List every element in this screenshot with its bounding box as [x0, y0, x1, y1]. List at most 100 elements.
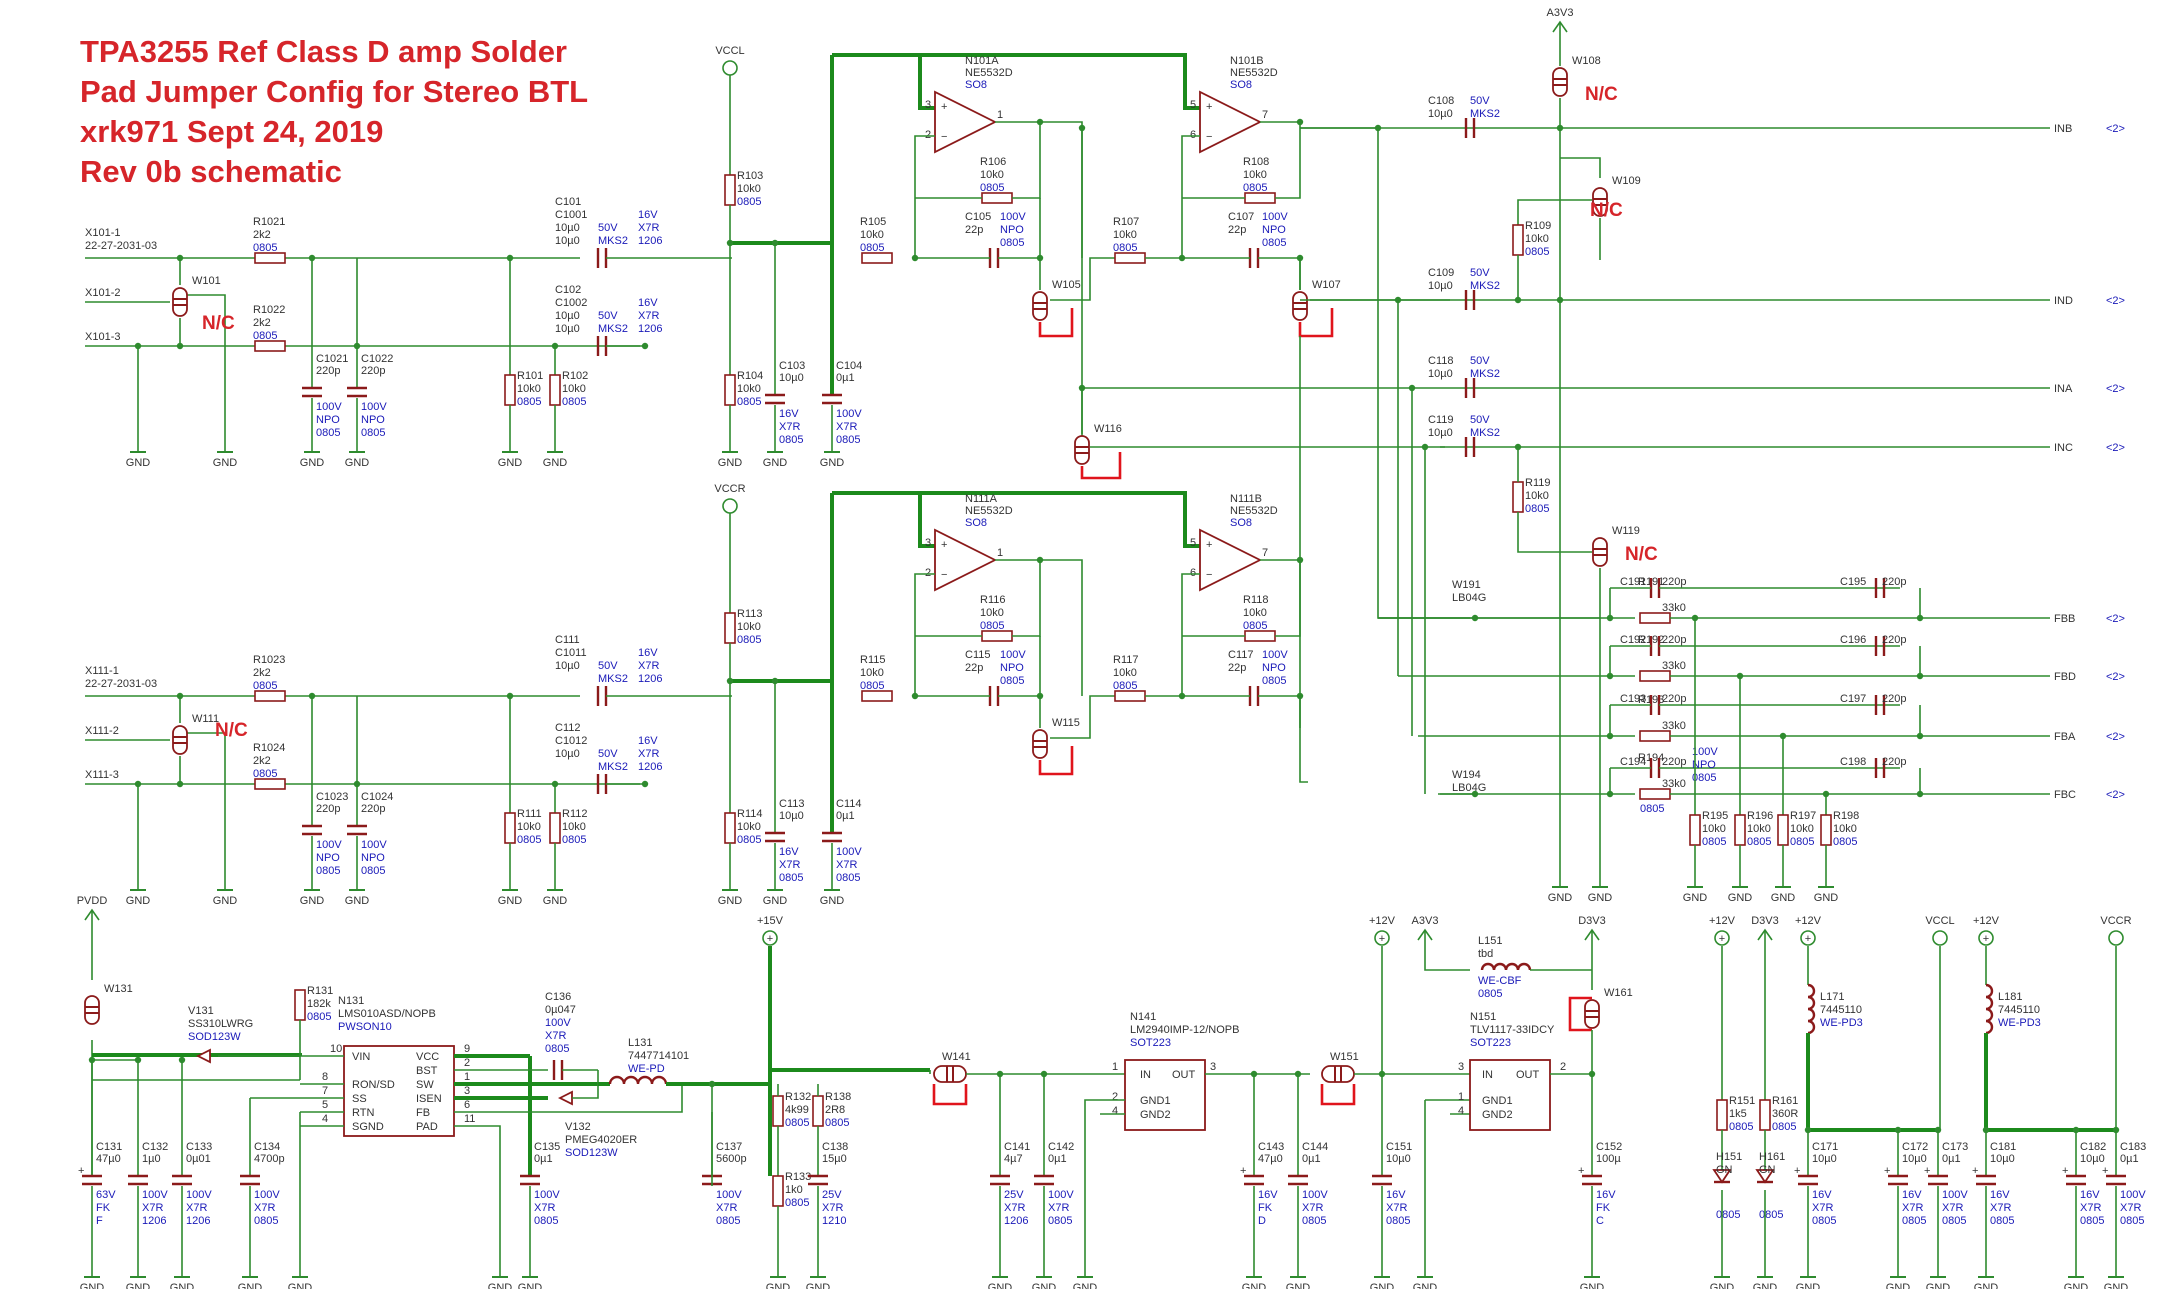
capacitor-ref: C181 [1990, 1141, 2016, 1153]
net-label: INA [2054, 383, 2073, 395]
capacitor-rating: NPO [1262, 662, 1286, 674]
resistor [981, 630, 1013, 642]
capacitor-value: 10µ0 [555, 748, 580, 760]
ic-pin: SS [352, 1093, 367, 1105]
junction-dot [1804, 1126, 1812, 1134]
op-amp-pin: + [1206, 539, 1212, 551]
connector-pin: X101-3 [85, 331, 120, 343]
inductor-package: 0805 [1478, 988, 1502, 1000]
wire [1012, 560, 1041, 637]
solder-bridge [1038, 746, 1074, 776]
capacitor-rating: 0805 [361, 865, 385, 877]
resistor-value: 10k0 [1113, 667, 1137, 679]
pin-number: 10 [330, 1043, 342, 1055]
resistor-package: 0805 [1772, 1121, 1796, 1133]
resistor-package: 0805 [860, 680, 884, 692]
capacitor-ref: C117 [1228, 649, 1253, 661]
capacitor-rating: 0805 [779, 434, 803, 446]
junction-dot [1036, 118, 1044, 126]
capacitor-ref: C107 [1228, 211, 1254, 223]
resistor-package: 0805 [737, 196, 761, 208]
solder-bridge [1080, 452, 1122, 480]
capacitor-rating: 100V [1000, 649, 1026, 661]
resistor-value: 33k0 [1662, 720, 1686, 732]
wire [1984, 1033, 2116, 1132]
capacitor-rating: NPO [1000, 662, 1024, 674]
resistor [724, 812, 736, 844]
capacitor-rating: FK [1596, 1202, 1611, 1214]
junction-dot [1394, 296, 1402, 304]
resistor-ref: R151 [1729, 1095, 1755, 1107]
capacitor-value: 10µ0 [1428, 108, 1453, 120]
capacitor-rating: 1206 [142, 1215, 166, 1227]
resistor-ref: R102 [562, 370, 588, 382]
pin-number: 3 [464, 1085, 470, 1097]
junction-dot [506, 692, 514, 700]
power-port [762, 930, 778, 946]
wire [1299, 336, 1308, 783]
capacitor-ref: C195 [1840, 576, 1866, 588]
capacitor-rating: 0805 [361, 427, 385, 439]
inductor-part: 7445110 [1820, 1004, 1862, 1016]
wire [1424, 960, 1470, 971]
op-amp [1199, 90, 1263, 154]
resistor-value: 2k2 [253, 229, 271, 241]
junction-dot [178, 1056, 186, 1064]
capacitor-ref: C194 [1620, 756, 1646, 768]
linear-regulator-ic [1124, 1059, 1206, 1131]
pin-number: 6 [464, 1099, 470, 1111]
ground-label: GND [820, 457, 845, 469]
capacitor-value: 10µ0 [555, 660, 580, 672]
power-label: PVDD [77, 895, 108, 907]
capacitor-rating: 0805 [2120, 1215, 2144, 1227]
power-plus: + [1983, 933, 1989, 945]
capacitor-rating: MKS2 [598, 235, 628, 247]
ic-pin: IN [1482, 1069, 1493, 1081]
resistor-ref: R1021 [253, 216, 285, 228]
wire [180, 294, 226, 440]
jumper-ref: W107 [1312, 279, 1341, 291]
capacitor-rating: X7R [1812, 1202, 1833, 1214]
capacitor-ref: C197 [1840, 693, 1866, 705]
ground-label: GND [1588, 892, 1613, 904]
capacitor-value: 15µ0 [822, 1153, 847, 1165]
ground-label: GND [1728, 892, 1753, 904]
capacitor-rating: 100V [361, 839, 387, 851]
op-amp-part: NE5532D [1230, 67, 1278, 79]
capacitor-rating: X7R [2080, 1202, 2101, 1214]
resistor-value: 10k0 [1833, 823, 1857, 835]
resistor-ref: R198 [1833, 810, 1859, 822]
wire [1560, 157, 1601, 178]
capacitor-rating: X7R [836, 859, 857, 871]
ground-label: GND [806, 1282, 831, 1289]
diode-part: SS310LWRG [188, 1018, 253, 1030]
capacitor-value: 0µ1 [1048, 1153, 1067, 1165]
op-amp-pin: + [941, 539, 947, 551]
capacitor-rating: F [96, 1215, 103, 1227]
capacitor-ref: C183 [2120, 1141, 2146, 1153]
resistor-value: 10k0 [1243, 607, 1267, 619]
ground-label: GND [126, 1282, 151, 1289]
wire [1050, 257, 1115, 301]
capacitor-rating: 0805 [1048, 1215, 1072, 1227]
resistor [724, 612, 736, 644]
pin-number: 3 [1210, 1061, 1216, 1073]
resistor [1244, 630, 1276, 642]
capacitor-ref: C143 [1258, 1141, 1284, 1153]
capacitor-rating: MKS2 [1470, 368, 1500, 380]
resistor-ref: R197 [1790, 810, 1816, 822]
junction-dot [911, 692, 919, 700]
capacitor-rating: 100V [254, 1189, 280, 1201]
capacitor-rating: 0805 [545, 1043, 569, 1055]
led-color: GN [1759, 1164, 1776, 1176]
capacitor-ref: C1001 [555, 209, 587, 221]
capacitor-rating: 0805 [836, 434, 860, 446]
ground-label: GND [1710, 1282, 1735, 1289]
junction-dot [551, 780, 559, 788]
ground-label: GND [1683, 892, 1708, 904]
not-connected-label: N/C [215, 720, 248, 741]
capacitor-rating: 100V [1692, 746, 1718, 758]
solder-jumper [172, 287, 188, 317]
capacitor-value: 220p [361, 365, 385, 377]
jumper-ref: W105 [1052, 279, 1081, 291]
